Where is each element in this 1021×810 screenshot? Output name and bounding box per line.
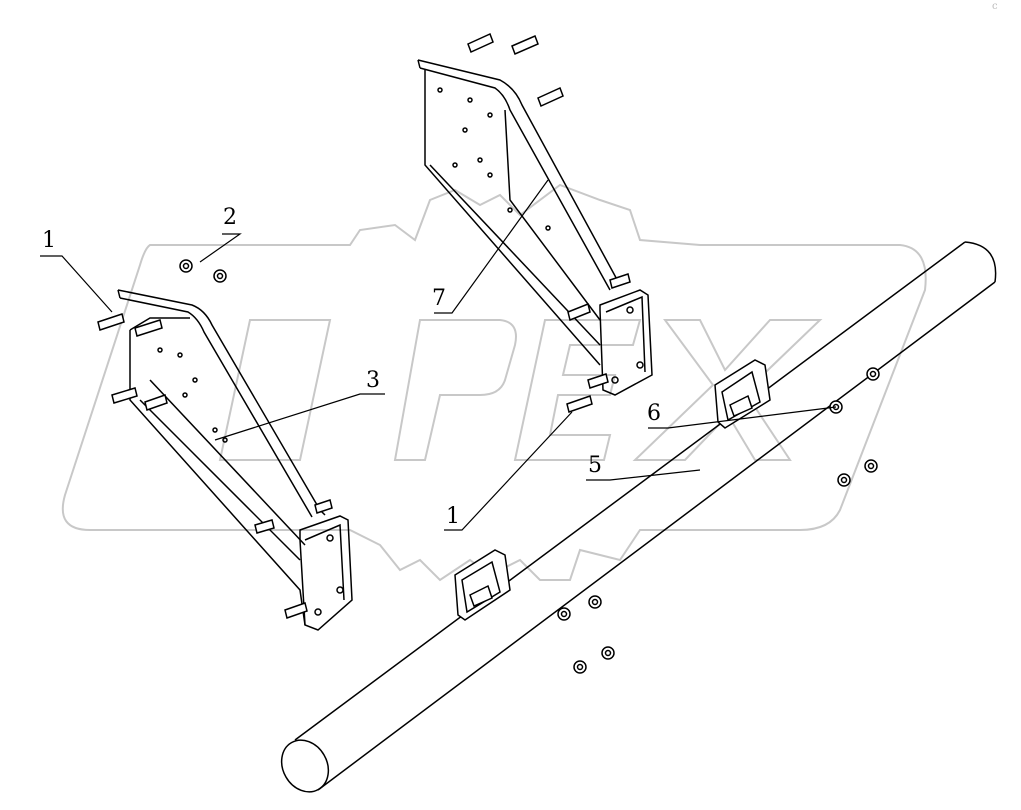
- left-nuts: [179, 259, 227, 283]
- left-bolts: [97, 313, 333, 619]
- crossbar-tube: [280, 241, 997, 793]
- callout-3-left-bracket: 3: [366, 368, 380, 393]
- callout-2-nut: 2: [223, 205, 237, 230]
- watermark-logo: [61, 183, 927, 582]
- left-bracket: [117, 289, 353, 631]
- callout-5-crossbar: 5: [588, 453, 602, 478]
- callout-1-left-bolt: 1: [42, 228, 56, 253]
- callout-7-right-bracket: 7: [432, 286, 446, 311]
- callout-6-mount-plate: 6: [647, 401, 661, 426]
- mount-plates: [454, 359, 771, 621]
- right-bolts: [467, 32, 631, 413]
- leader-lines: [40, 179, 837, 531]
- right-bracket: [417, 59, 653, 396]
- callout-1-center-bolt: 1: [446, 504, 460, 529]
- corner-mark: c: [992, 1, 998, 12]
- crossbar-nuts: [557, 367, 880, 674]
